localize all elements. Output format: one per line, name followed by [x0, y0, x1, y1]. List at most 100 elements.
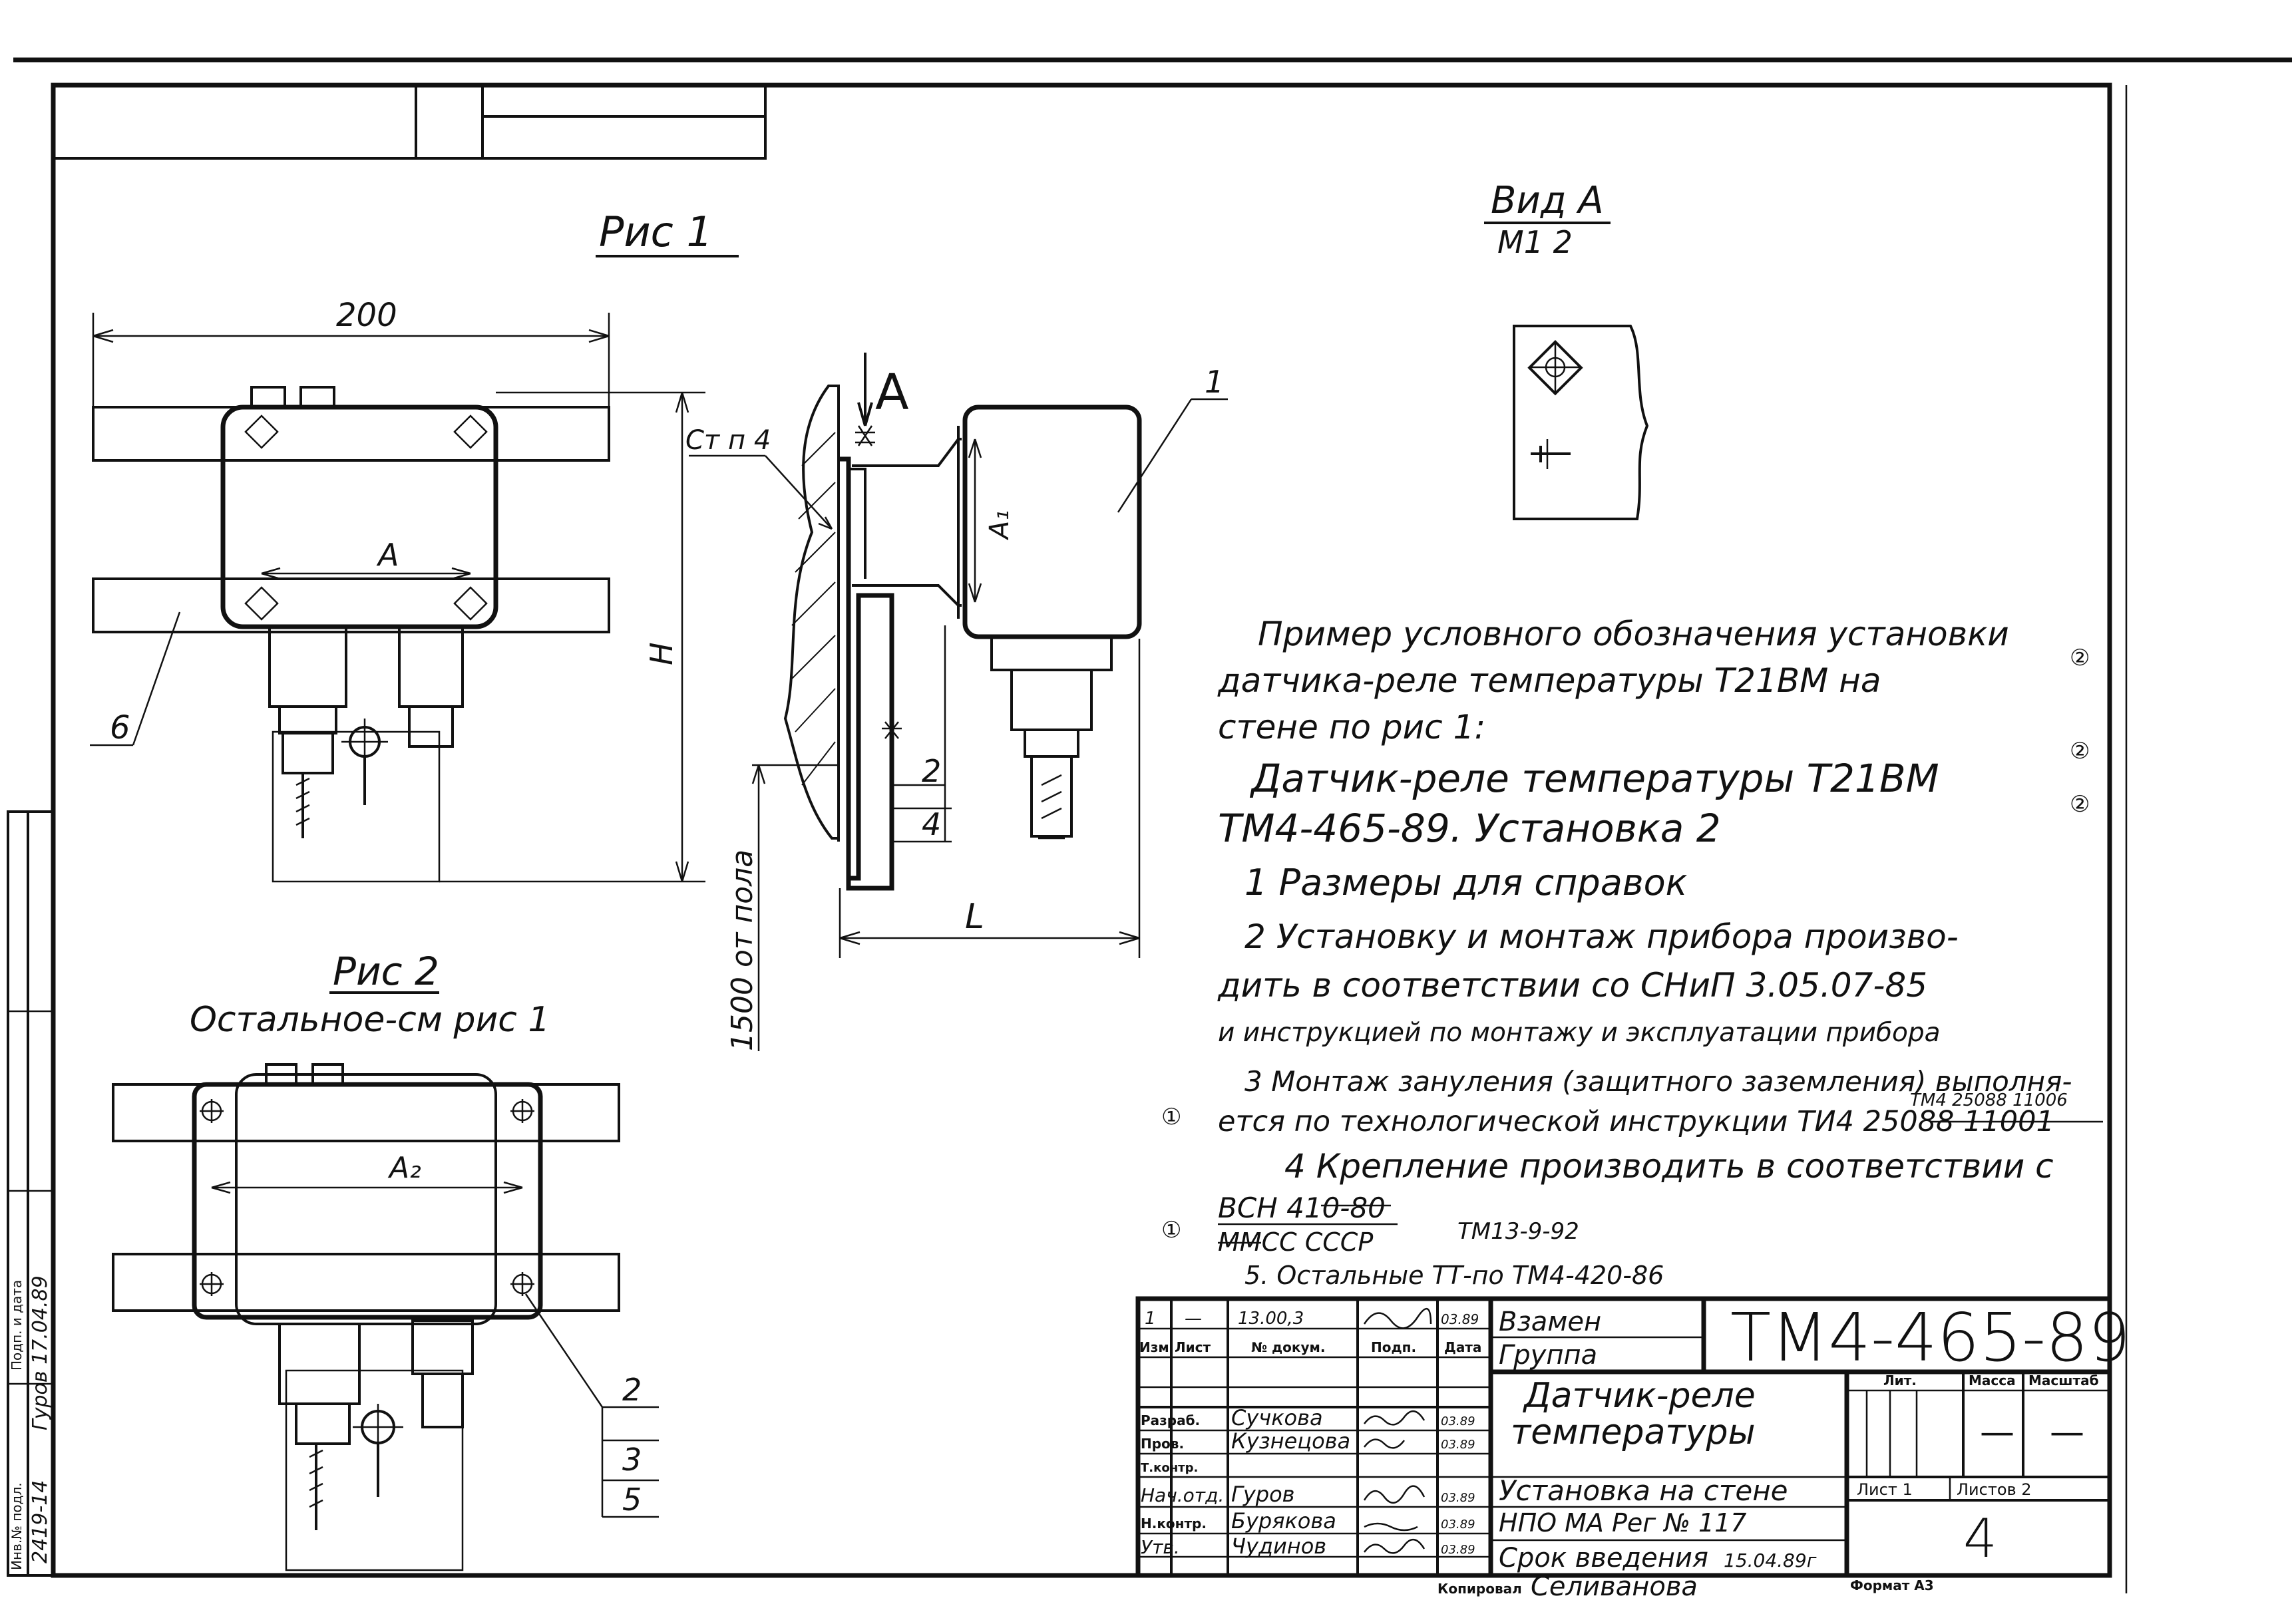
tb-person-name: Гуров — [1231, 1482, 1295, 1507]
view-a: Вид А М1 2 — [1484, 179, 1649, 520]
tb-scale-label: Масштаб — [2028, 1373, 2099, 1388]
tb-install: Установка на стене — [1499, 1474, 1788, 1507]
tb-person-name: Кузнецова — [1231, 1428, 1350, 1454]
tb-name-line-1: Датчик-реле — [1523, 1376, 1756, 1416]
fig2-subtitle: Остальное-см рис 1 — [190, 1000, 550, 1040]
tb-col-date: Дата — [1444, 1339, 1481, 1355]
tb-replaces-label: Взамен — [1499, 1307, 1601, 1337]
tb-lit-label: Лит. — [1883, 1373, 1917, 1388]
title-block: Взамен Группа ТМ4-465-89 Датчик-реле тем… — [1135, 1296, 2130, 1602]
tb-person-date: 03.89 — [1441, 1543, 1475, 1557]
stamp-inv-label: Инв.№ подл. — [9, 1482, 25, 1570]
rev-mark-2a: ② — [2070, 645, 2090, 671]
tb-sheet-big: 4 — [1963, 1508, 1997, 1569]
example-line-1: Пример условного обозначения установки — [1258, 615, 2009, 653]
example-line-5: ТМ4-465-89. Установка 2 — [1218, 806, 1721, 851]
fig2-callout-3: 3 — [622, 1442, 642, 1478]
example-line-2: датчика-реле температуры Т21ВМ на — [1217, 661, 1881, 700]
tb-person-row: Пров. Кузнецова 03.89 — [1141, 1428, 1475, 1454]
tb-copied-name: Селиванова — [1531, 1571, 1698, 1602]
section-dim-a1: A₁ — [984, 510, 1015, 541]
section-view: 1 A₁ А Ст п 4 2 4 1500 от пола L — [685, 353, 1228, 1051]
tb-person-row: Т.контр. — [1141, 1461, 1198, 1475]
tb-group-label: Группа — [1499, 1340, 1597, 1371]
rev-mark-1b: ① — [1161, 1217, 1181, 1243]
rev-mark-2c: ② — [2070, 791, 2090, 818]
tb-person-date: 03.89 — [1441, 1414, 1475, 1428]
tb-scale-value: — — [2050, 1412, 2084, 1452]
section-view-arrow-a: А — [875, 364, 909, 421]
fig1-callout-6: 6 — [110, 709, 130, 746]
note-3-line-1: 3 Монтаж зануления (защитного заземления… — [1244, 1065, 2072, 1098]
tb-name-line-2: температуры — [1511, 1412, 1756, 1452]
tb-term: Срок введения — [1499, 1543, 1708, 1573]
fig2-dim-a2: A₂ — [387, 1151, 421, 1185]
notes: Пример условного обозначения установки д… — [1161, 615, 2103, 1290]
note-2-line-3: и инструкцией по монтажу и эксплуатации … — [1218, 1018, 1941, 1048]
stamp-inv-value: 2419-14 — [29, 1480, 52, 1563]
note-2-line-2: дить в соответствии со СНиП 3.05.07-85 — [1217, 966, 1927, 1005]
fig1-dim-h: H — [644, 642, 679, 665]
stamp-sign-label: Подп. и дата — [9, 1280, 25, 1371]
view-a-title: Вид А — [1491, 179, 1604, 222]
tb-role: Утв. — [1141, 1536, 1180, 1558]
left-stamp: Инв.№ подл. Подп. и дата 2419-14 Гуров 1… — [7, 810, 55, 1577]
rev-mark-1a: ① — [1161, 1104, 1181, 1130]
tb-person-row: Н.контр. Бурякова 03.89 — [1141, 1508, 1475, 1534]
tb-person-row: Утв. Чудинов 03.89 — [1141, 1534, 1475, 1559]
view-a-scale: М1 2 — [1497, 224, 1573, 260]
fig2-callout-5: 5 — [622, 1482, 642, 1518]
tb-col-doc: № докум. — [1251, 1339, 1325, 1355]
tb-role: Т.контр. — [1141, 1461, 1198, 1475]
example-line-3: стене по рис 1: — [1218, 708, 1485, 746]
tb-person-name: Чудинов — [1231, 1534, 1326, 1559]
tb-role: Нач.отд. — [1141, 1484, 1224, 1506]
tb-col-list: Лист — [1175, 1339, 1211, 1355]
tb-person-row: Нач.отд. Гуров 03.89 — [1141, 1482, 1475, 1507]
tb-format: Формат А3 — [1850, 1577, 1934, 1593]
note-4-line-1: 4 Крепление производить в соответствии с — [1284, 1147, 2054, 1186]
tb-person-row: Разраб. Сучкова 03.89 — [1141, 1405, 1475, 1430]
tb-rev-list: — — [1185, 1309, 1202, 1329]
tb-person-date: 03.89 — [1441, 1518, 1475, 1532]
example-line-4: Датчик-реле температуры Т21ВМ — [1249, 756, 1939, 801]
note-2-line-1: 2 Установку и монтаж прибора произво- — [1244, 917, 1959, 956]
figure-1: Рис 1 200 6 A — [90, 208, 739, 883]
tb-sheet-label: Лист 1 — [1857, 1480, 1913, 1499]
note-3-line-2: ется по технологической инструкции ТИ4 2… — [1218, 1105, 2054, 1138]
tb-person-date: 03.89 — [1441, 1491, 1475, 1505]
tb-term-date: 15.04.89г — [1724, 1549, 1817, 1571]
tb-role: Разраб. — [1141, 1412, 1200, 1428]
tb-role: Н.контр. — [1141, 1516, 1207, 1532]
section-label-1: 1 — [1205, 364, 1224, 400]
section-label-2: 2 — [922, 753, 941, 789]
note-1: 1 Размеры для справок — [1244, 862, 1688, 903]
fig1-dim-200: 200 — [336, 297, 397, 334]
tb-mass-value: — — [1980, 1412, 2014, 1452]
fig1-dim-a: A — [376, 537, 399, 573]
tb-person-name: Сучкова — [1231, 1405, 1323, 1430]
section-floor-dim: 1500 от пола — [725, 850, 759, 1051]
tb-rev-date: 03.89 — [1441, 1311, 1479, 1327]
tb-sheets-label: Листов 2 — [1957, 1480, 2032, 1499]
fig1-title: Рис 1 — [599, 208, 713, 256]
note-5: 5. Остальные ТТ-по ТМ4-420-86 — [1244, 1261, 1664, 1290]
tb-mass-label: Масса — [1969, 1373, 2016, 1388]
section-dim-l: L — [965, 897, 984, 937]
tb-rev-izm: 1 — [1145, 1309, 1156, 1329]
section-label-4: 4 — [922, 806, 941, 842]
tb-role: Пров. — [1141, 1436, 1184, 1452]
tb-copied-label: Копировал — [1437, 1581, 1522, 1597]
tb-person-date: 03.89 — [1441, 1438, 1475, 1452]
tb-person-name: Бурякова — [1231, 1508, 1336, 1534]
tb-col-izm: Изм — [1139, 1339, 1169, 1355]
tb-doc-number: ТМ4-465-89 — [1730, 1299, 2130, 1377]
tb-col-sign: Подп. — [1371, 1339, 1416, 1355]
note-4-line-2: ВСН 410-80 — [1218, 1192, 1386, 1224]
tb-org: НПО МА Рег № 117 — [1499, 1508, 1746, 1538]
fig2-title: Рис 2 — [333, 949, 439, 994]
rev-mark-2b: ② — [2070, 738, 2090, 764]
tb-rev-doc: 13.00,3 — [1238, 1309, 1304, 1329]
fig2-callout-2: 2 — [622, 1372, 642, 1408]
note-4-correction: ТМ13-9-92 — [1457, 1218, 1579, 1245]
